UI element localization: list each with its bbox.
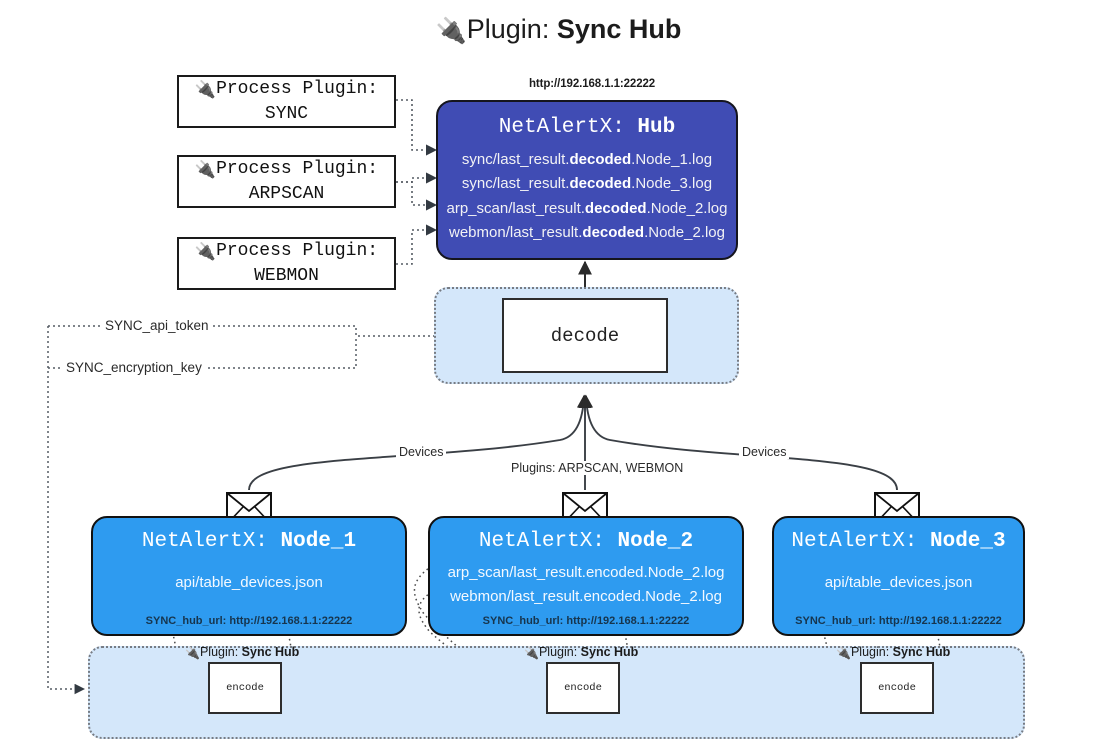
encode-label: encode bbox=[226, 682, 264, 694]
hub-log-line: arp_scan/last_result.decoded.Node_2.log bbox=[446, 199, 728, 217]
hub-log-line: webmon/last_result.decoded.Node_2.log bbox=[449, 223, 725, 241]
node-line: arp_scan/last_result.encoded.Node_2.log bbox=[447, 564, 725, 581]
process-plugin-label: 🔌Process Plugin: bbox=[194, 240, 379, 262]
plug-icon: 🔌 bbox=[194, 79, 217, 100]
node-title: NetAlertX: Node_3 bbox=[791, 530, 1006, 553]
plug-icon: 🔌 bbox=[194, 241, 217, 262]
process-plugin-box-webmon[interactable]: 🔌Process Plugin: WEBMON bbox=[177, 237, 396, 290]
encoder-caption-node-3: 🔌Plugin: Sync Hub bbox=[836, 645, 951, 660]
encode-box-node-2[interactable]: encode bbox=[546, 662, 620, 714]
hub-url-label: http://192.168.1.1:22222 bbox=[529, 78, 656, 90]
encode-box-node-3[interactable]: encode bbox=[860, 662, 934, 714]
hub-box[interactable]: NetAlertX: Hub sync/last_result.decoded.… bbox=[436, 100, 738, 260]
node-line: api/table_devices.json bbox=[175, 574, 323, 591]
encode-label: encode bbox=[878, 682, 916, 694]
edge-label-devices-right: Devices bbox=[739, 445, 790, 459]
hub-title: NetAlertX: Hub bbox=[498, 116, 676, 139]
plug-icon: 🔌 bbox=[185, 646, 200, 660]
setting-label-encryption-key: SYNC_encryption_key bbox=[63, 360, 205, 375]
node-line: api/table_devices.json bbox=[824, 574, 973, 591]
node-box-node-2[interactable]: NetAlertX: Node_2 arp_scan/last_result.e… bbox=[428, 516, 744, 636]
decode-label: decode bbox=[550, 324, 620, 347]
node-box-node-3[interactable]: NetAlertX: Node_3 api/table_devices.json… bbox=[772, 516, 1025, 636]
encoder-caption-node-2: 🔌Plugin: Sync Hub bbox=[524, 645, 639, 660]
process-plugin-name: SYNC bbox=[264, 103, 309, 124]
plug-icon: 🔌 bbox=[435, 17, 467, 45]
process-plugin-box-arpscan[interactable]: 🔌Process Plugin: ARPSCAN bbox=[177, 155, 396, 208]
page-title-prefix: Plugin: bbox=[466, 14, 557, 44]
setting-label-api-token: SYNC_api_token bbox=[102, 318, 212, 333]
node-title: NetAlertX: Node_1 bbox=[141, 530, 357, 553]
plug-icon: 🔌 bbox=[194, 159, 217, 180]
encoder-caption-node-1: 🔌Plugin: Sync Hub bbox=[185, 645, 300, 660]
process-plugin-label: 🔌Process Plugin: bbox=[194, 78, 379, 100]
node-footer: SYNC_hub_url: http://192.168.1.1:22222 bbox=[145, 615, 353, 627]
encode-box-node-1[interactable]: encode bbox=[208, 662, 282, 714]
edge-label-plugins-center: Plugins: ARPSCAN, WEBMON bbox=[508, 461, 687, 475]
process-plugin-name: WEBMON bbox=[254, 265, 319, 286]
encode-label: encode bbox=[564, 682, 602, 694]
node-line: webmon/last_result.encoded.Node_2.log bbox=[450, 588, 722, 605]
process-plugin-label: 🔌Process Plugin: bbox=[194, 158, 379, 180]
page-title: 🔌Plugin: Sync Hub bbox=[0, 14, 1117, 46]
hub-log-line: sync/last_result.decoded.Node_3.log bbox=[461, 175, 713, 193]
page-title-name: Sync Hub bbox=[556, 14, 682, 44]
process-plugin-name: ARPSCAN bbox=[248, 183, 325, 204]
hub-log-line: sync/last_result.decoded.Node_1.log bbox=[461, 151, 713, 168]
plug-icon: 🔌 bbox=[836, 646, 851, 660]
plug-icon: 🔌 bbox=[524, 646, 539, 660]
node-footer: SYNC_hub_url: http://192.168.1.1:22222 bbox=[482, 615, 690, 627]
node-footer: SYNC_hub_url: http://192.168.1.1:22222 bbox=[795, 615, 1002, 627]
node-title: NetAlertX: Node_2 bbox=[478, 530, 694, 553]
node-box-node-1[interactable]: NetAlertX: Node_1 api/table_devices.json… bbox=[91, 516, 407, 636]
decode-box[interactable]: decode bbox=[502, 298, 668, 373]
process-plugin-box-sync[interactable]: 🔌Process Plugin: SYNC bbox=[177, 75, 396, 128]
edge-label-devices-left: Devices bbox=[396, 445, 447, 459]
